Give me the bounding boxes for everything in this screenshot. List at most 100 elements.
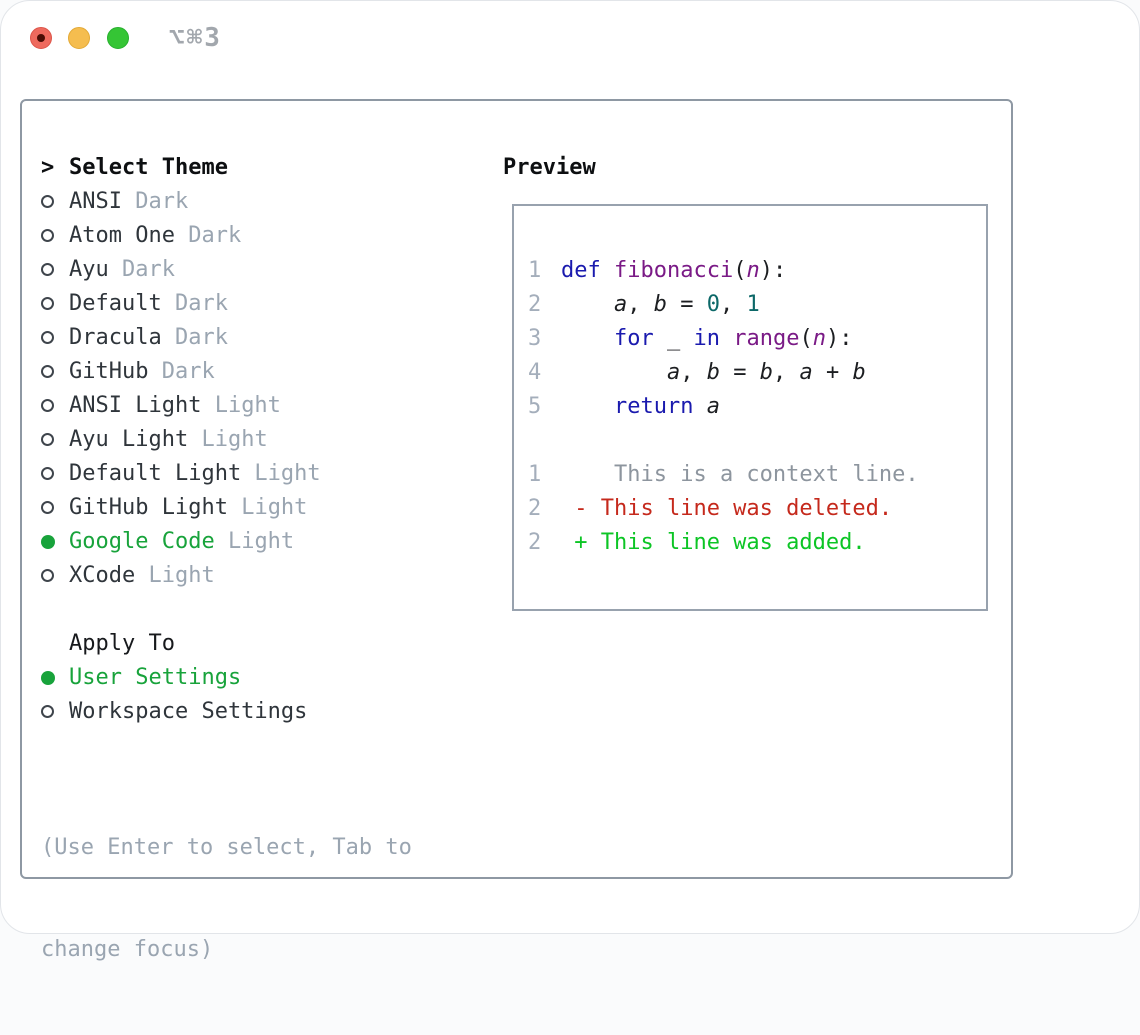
theme-variant-label: Light xyxy=(188,427,268,452)
apply-option-workspace-settings[interactable]: Workspace Settings xyxy=(41,695,491,729)
code-token: + xyxy=(812,360,853,385)
code-token xyxy=(720,326,733,351)
code-line: 1 This is a context line. xyxy=(528,458,919,492)
code-token: in xyxy=(693,326,720,351)
code-token: - This line was deleted. xyxy=(561,496,893,521)
code-line: 2 - This line was deleted. xyxy=(528,492,919,526)
option-label: ANSI Light xyxy=(69,393,202,418)
zoom-button[interactable] xyxy=(107,27,129,49)
code-token: 0 xyxy=(706,292,720,317)
option-label: Dracula xyxy=(69,325,162,350)
code-token: b xyxy=(759,360,773,385)
hint-line-2: change focus) xyxy=(41,937,214,962)
close-button[interactable] xyxy=(30,27,52,49)
theme-option-default-light[interactable]: Default Light Light xyxy=(41,457,491,491)
bullet-cell xyxy=(41,287,69,321)
radio-unselected-icon xyxy=(41,263,54,276)
code-token: ( xyxy=(799,326,813,351)
code-token: , xyxy=(719,292,747,317)
theme-option-google-code[interactable]: Google Code Light xyxy=(41,525,491,559)
theme-option-github[interactable]: GitHub Dark xyxy=(41,355,491,389)
minimize-button[interactable] xyxy=(68,27,90,49)
code-token: fibonacci xyxy=(614,258,734,283)
theme-variant-label: Light xyxy=(135,563,215,588)
bullet-cell xyxy=(41,457,69,491)
code-token: , xyxy=(627,292,654,317)
keyboard-hint: (Use Enter to select, Tab to change focu… xyxy=(41,763,501,1035)
code-line xyxy=(528,424,919,458)
theme-variant-label: Light xyxy=(214,529,295,554)
code-token: + This line was added. xyxy=(561,530,866,555)
theme-option-dracula[interactable]: Dracula Dark xyxy=(41,321,491,355)
theme-option-ansi[interactable]: ANSI Dark xyxy=(41,185,491,219)
option-label: Google Code xyxy=(69,529,215,554)
line-number: 2 xyxy=(528,292,542,317)
theme-option-ansi-light[interactable]: ANSI Light Light xyxy=(41,389,491,423)
code-token: , xyxy=(772,360,800,385)
apply-option-user-settings[interactable]: User Settings xyxy=(41,661,491,695)
code-token xyxy=(561,360,667,385)
bullet-cell xyxy=(41,491,69,525)
code-token: b xyxy=(653,292,667,317)
option-label: Atom One xyxy=(69,223,175,248)
theme-option-ayu[interactable]: Ayu Dark xyxy=(41,253,491,287)
bullet-cell xyxy=(41,389,69,423)
theme-option-default[interactable]: Default Dark xyxy=(41,287,491,321)
radio-unselected-icon xyxy=(41,331,54,344)
line-number: 1 xyxy=(528,258,542,283)
code-token: 1 xyxy=(746,292,760,317)
code-token: a xyxy=(799,360,813,385)
option-label: Ayu Light xyxy=(69,427,189,452)
code-token: a xyxy=(666,360,681,385)
bullet-cell xyxy=(41,253,69,287)
code-line: 2 + This line was added. xyxy=(528,526,919,560)
bullet-cell xyxy=(41,661,69,695)
radio-selected-icon xyxy=(41,534,55,549)
code-line: 5 return a xyxy=(528,390,919,424)
code-token: ( xyxy=(733,258,747,283)
option-label: User Settings xyxy=(69,665,242,690)
theme-variant-label: Dark xyxy=(161,325,228,350)
theme-option-atom-one[interactable]: Atom One Dark xyxy=(41,219,491,253)
close-button-dot-icon xyxy=(37,34,45,42)
theme-option-github-light[interactable]: GitHub Light Light xyxy=(41,491,491,525)
code-token: , xyxy=(680,360,707,385)
option-label: Ayu xyxy=(69,257,109,282)
window-titlebar: ⌥⌘3 xyxy=(1,1,1139,76)
option-label: GitHub Light xyxy=(69,495,228,520)
code-token: b xyxy=(706,360,720,385)
code-token: def xyxy=(561,258,601,283)
theme-variant-label: Dark xyxy=(174,223,242,248)
code-token: n xyxy=(812,326,826,351)
code-token: = xyxy=(666,292,707,317)
theme-variant-label: Dark xyxy=(148,359,215,384)
radio-unselected-icon xyxy=(41,297,54,310)
radio-unselected-icon xyxy=(41,399,54,412)
option-label: GitHub xyxy=(69,359,149,384)
select-theme-title: Select Theme xyxy=(69,155,228,180)
theme-option-xcode[interactable]: XCode Light xyxy=(41,559,491,593)
theme-option-ayu-light[interactable]: Ayu Light Light xyxy=(41,423,491,457)
theme-variant-label: Light xyxy=(241,461,321,486)
code-line: 3 for _ in range(n): xyxy=(528,322,919,356)
selection-prompt-icon: > xyxy=(41,155,55,180)
select-theme-header: > Select Theme xyxy=(41,151,491,185)
bullet-cell xyxy=(41,355,69,389)
bullet-cell xyxy=(41,695,69,729)
radio-unselected-icon xyxy=(41,467,54,480)
code-token: b xyxy=(852,360,866,385)
line-number: 5 xyxy=(528,394,542,419)
line-number: 4 xyxy=(528,360,542,385)
code-token: ): xyxy=(759,258,787,283)
bullet-cell xyxy=(41,559,69,593)
bullet-cell xyxy=(41,185,69,219)
code-token xyxy=(561,394,614,419)
code-line: 4 a, b = b, a + b xyxy=(528,356,919,390)
radio-selected-icon xyxy=(41,670,55,685)
code-token: a xyxy=(613,292,628,317)
radio-unselected-icon xyxy=(41,365,54,378)
code-token xyxy=(601,258,614,283)
